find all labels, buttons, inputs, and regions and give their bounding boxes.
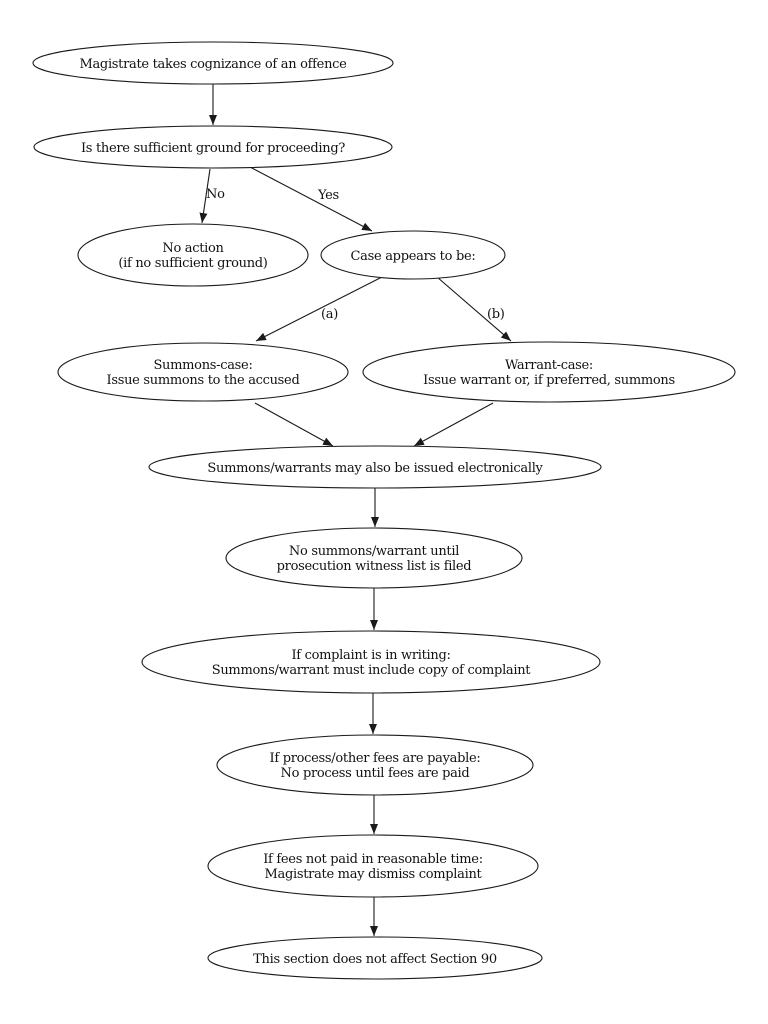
node-no-action-label-line1: No action <box>162 241 224 256</box>
edge-warrant-to-electronic <box>413 402 494 447</box>
node-section-90-label: This section does not affect Section 90 <box>253 952 497 967</box>
node-fees-payable-shape <box>216 734 534 796</box>
node-summons-case-label-line1: Summons-case: <box>153 358 252 373</box>
node-case-appears: Case appears to be: <box>320 230 506 280</box>
edge-label-a: (a) <box>321 307 338 322</box>
node-sufficient-ground: Is there sufficient ground for proceedin… <box>33 125 393 169</box>
node-cognizance-label: Magistrate takes cognizance of an offenc… <box>79 57 347 72</box>
node-section-90-shape <box>207 936 543 980</box>
node-fees-payable-label-line1: If process/other fees are payable: <box>270 751 481 766</box>
node-warrant-case: Warrant-case: Issue warrant or, if prefe… <box>362 341 736 403</box>
node-no-action: No action (if no sufficient ground) <box>77 223 309 287</box>
edge-label-yes: Yes <box>317 188 339 203</box>
node-case-appears-label: Case appears to be: <box>351 249 476 264</box>
node-electronic-shape <box>148 445 602 489</box>
node-complaint-writing-label-line2: Summons/warrant must include copy of com… <box>212 663 532 678</box>
edge-summons-to-electronic <box>254 402 334 447</box>
node-case-appears-shape <box>320 230 506 280</box>
node-fees-not-paid: If fees not paid in reasonable time: Mag… <box>207 834 539 898</box>
node-no-action-shape <box>77 223 309 287</box>
node-witness-list: No summons/warrant until prosecution wit… <box>225 527 523 589</box>
node-warrant-case-label-line1: Warrant-case: <box>505 358 593 373</box>
node-sufficient-ground-shape <box>33 125 393 169</box>
node-warrant-case-label-line2: Issue warrant or, if preferred, summons <box>423 373 675 388</box>
node-electronic: Summons/warrants may also be issued elec… <box>148 445 602 489</box>
node-cognizance-shape <box>32 41 394 85</box>
node-electronic-label: Summons/warrants may also be issued elec… <box>207 461 543 476</box>
edge-label-group: No Yes (a) (b) <box>206 187 505 322</box>
node-fees-not-paid-label-line1: If fees not paid in reasonable time: <box>263 852 483 867</box>
node-section-90: This section does not affect Section 90 <box>207 936 543 980</box>
node-summons-case-shape <box>57 342 349 402</box>
node-complaint-writing-shape <box>141 630 601 694</box>
node-warrant-case-shape <box>362 341 736 403</box>
node-no-action-label-line2: (if no sufficient ground) <box>118 256 267 271</box>
node-complaint-writing-label-line1: If complaint is in writing: <box>291 648 450 663</box>
edge-label-b: (b) <box>487 307 505 322</box>
node-witness-list-label-line2: prosecution witness list is filed <box>277 559 472 574</box>
edge-ground-to-no-action <box>199 168 211 224</box>
node-cognizance: Magistrate takes cognizance of an offenc… <box>32 41 394 85</box>
node-complaint-writing: If complaint is in writing: Summons/warr… <box>141 630 601 694</box>
node-fees-not-paid-label-line2: Magistrate may dismiss complaint <box>265 867 483 882</box>
edge-case-to-summons <box>255 276 383 342</box>
edge-case-to-warrant <box>436 276 512 342</box>
edge-ground-to-case-appears <box>249 166 373 232</box>
node-sufficient-ground-label: Is there sufficient ground for proceedin… <box>81 141 345 156</box>
node-fees-payable: If process/other fees are payable: No pr… <box>216 734 534 796</box>
node-summons-case-label-line2: Issue summons to the accused <box>107 373 300 388</box>
node-summons-case: Summons-case: Issue summons to the accus… <box>57 342 349 402</box>
edge-group <box>199 84 512 936</box>
node-witness-list-shape <box>225 527 523 589</box>
node-witness-list-label-line1: No summons/warrant until <box>289 544 459 559</box>
node-group: Magistrate takes cognizance of an offenc… <box>32 41 736 980</box>
node-fees-not-paid-shape <box>207 834 539 898</box>
edge-label-no: No <box>206 187 225 202</box>
node-fees-payable-label-line2: No process until fees are paid <box>281 766 470 781</box>
